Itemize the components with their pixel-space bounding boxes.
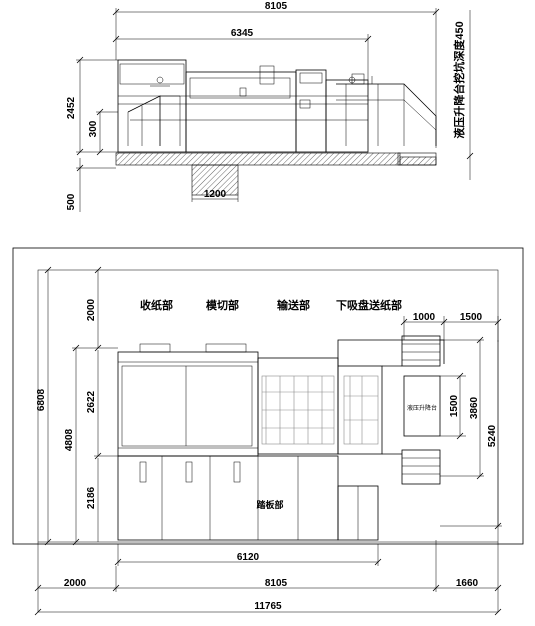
dim-pit-depth-label: 500 bbox=[66, 193, 77, 210]
dim-total-length-label: 8105 bbox=[265, 1, 288, 12]
dim-lower-width: 2186 bbox=[86, 458, 99, 542]
dim-left-clearance-label: 2000 bbox=[64, 578, 87, 589]
stripping-area bbox=[117, 455, 339, 541]
dim-right-clearance-label: 1660 bbox=[456, 578, 479, 589]
label-transfer: 输送部 bbox=[277, 298, 310, 312]
machine-plan: 液压升降台 踏板部 bbox=[117, 335, 445, 541]
dim-pit-height: 300 bbox=[88, 108, 118, 156]
dim-total-length: 8105 bbox=[112, 1, 440, 148]
dim-machine-width-label: 4808 bbox=[64, 428, 75, 451]
dim-overall-width: 6808 bbox=[36, 266, 52, 546]
dim-stripping-length: 6120 bbox=[114, 544, 382, 566]
dim-machine-length-plan-label: 8105 bbox=[265, 578, 288, 589]
dim-bottom-row: 2000 8105 1660 bbox=[34, 540, 502, 612]
dim-feeder-total-label: 5240 bbox=[487, 424, 498, 447]
side-elevation: 8105 6345 2452 300 bbox=[66, 1, 474, 212]
dim-feeder-width-label: 1500 bbox=[460, 312, 483, 323]
dim-feeder-width: 1500 bbox=[444, 312, 502, 342]
dim-pit-width-label: 1200 bbox=[204, 189, 227, 200]
label-delivery: 收纸部 bbox=[140, 298, 173, 312]
label-stripping: 踏板部 bbox=[256, 499, 283, 510]
dim-pit-width: 1200 bbox=[191, 189, 239, 202]
dim-machine-width: 4808 bbox=[64, 344, 118, 546]
lift-platform bbox=[403, 375, 441, 437]
floor-slab bbox=[115, 152, 401, 166]
dim-feeder-offset-label: 1000 bbox=[413, 312, 436, 323]
dim-upper-width: 2622 bbox=[86, 350, 118, 460]
dim-machine-length: 6345 bbox=[112, 28, 372, 80]
dim-lower-width-label: 2186 bbox=[86, 486, 97, 509]
machine-elevation bbox=[117, 59, 437, 153]
label-feeder: 下吸盘送纸部 bbox=[336, 298, 402, 312]
label-lift-platform: 液压升降台 bbox=[407, 404, 437, 412]
dim-feeder-total: 5240 bbox=[440, 340, 502, 530]
dim-upper-width-label: 2622 bbox=[86, 390, 97, 413]
dim-overall-length: 11765 bbox=[34, 601, 502, 616]
dim-feeder-depth-label: 3860 bbox=[469, 396, 480, 419]
dim-machine-length-label: 6345 bbox=[231, 28, 254, 39]
dim-stripping-length-label: 6120 bbox=[237, 552, 260, 563]
dim-platform-width-label: 1500 bbox=[449, 394, 460, 417]
dim-overall-width-label: 6808 bbox=[36, 388, 47, 411]
dim-pit-depth: 500 bbox=[66, 158, 116, 212]
dim-feeder-depth: 3860 bbox=[440, 336, 484, 480]
dim-height-label: 2452 bbox=[66, 96, 77, 119]
dim-height: 2452 bbox=[66, 56, 118, 156]
room-outline bbox=[12, 247, 524, 545]
plan-view: 收纸部 模切部 输送部 下吸盘送纸部 6808 2000 4808 bbox=[12, 247, 524, 616]
label-die-cutting: 模切部 bbox=[206, 298, 239, 312]
foundation-pit bbox=[191, 164, 239, 196]
dim-top-clearance-label: 2000 bbox=[86, 298, 97, 321]
pit-depth-note: 液压升降台挖坑深度450 bbox=[452, 21, 466, 138]
dim-platform-width: 1500 bbox=[440, 372, 466, 440]
dim-top-clearance: 2000 bbox=[86, 266, 102, 352]
dim-overall-length-label: 11765 bbox=[254, 601, 282, 612]
dim-pit-height-label: 300 bbox=[88, 120, 99, 137]
